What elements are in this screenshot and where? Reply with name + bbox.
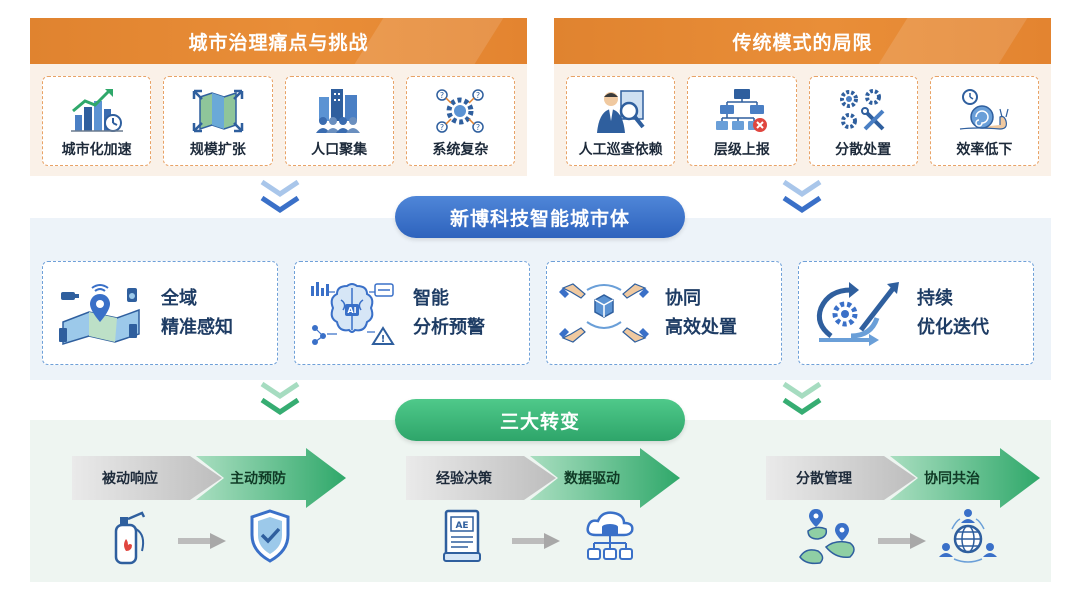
- shield-check-icon: [250, 509, 290, 563]
- challenge-card-urbanization: 城市化加速: [42, 76, 152, 166]
- transformation-shift-3: 分散管理 协同共治: [766, 448, 1042, 508]
- svg-text:?: ?: [440, 123, 444, 132]
- map-expand-icon: [192, 89, 244, 133]
- limitation-label: 层级上报: [713, 142, 770, 158]
- capability-card-analysis: AI ! 智能 分析预警: [294, 261, 530, 365]
- capability-line2: 优化迭代: [917, 317, 989, 338]
- svg-text:?: ?: [476, 123, 480, 132]
- limitations-title: 传统模式的局限: [554, 18, 1051, 64]
- capability-line1: 全域: [161, 288, 197, 309]
- fire-extinguisher-icon: [114, 511, 146, 565]
- book-icon: AE: [443, 509, 481, 562]
- svg-text:!: !: [381, 334, 386, 345]
- capability-line2: 分析预警: [413, 317, 485, 338]
- transformation-shift-1: 被动响应 主动预防: [72, 448, 348, 508]
- arrow-right-icon: [512, 533, 560, 549]
- from-label: 经验决策: [406, 456, 556, 500]
- hierarchy-report-icon: [715, 89, 767, 132]
- transformation-shift-2: 经验决策 数据驱动: [406, 448, 682, 508]
- svg-text:AI: AI: [347, 306, 356, 315]
- snail-clock-icon: [960, 89, 1009, 130]
- inspector-magnifier-icon: [596, 90, 645, 133]
- challenge-card-population: 人口聚集: [284, 76, 394, 166]
- svg-text:?: ?: [476, 91, 480, 100]
- globe-people-icon: [939, 509, 997, 563]
- challenge-card-expansion: 规模扩张: [163, 76, 273, 166]
- city-growth-chart-icon: [70, 89, 123, 132]
- buildings-crowd-icon: [316, 89, 361, 133]
- scattered-locations-icon: [799, 509, 855, 565]
- transformations-title: 三大转变: [395, 399, 685, 441]
- from-label: 被动响应: [72, 456, 222, 500]
- limitation-card-manual: 人工巡查依赖: [566, 76, 676, 166]
- limitation-label: 分散处置: [835, 142, 892, 158]
- limitation-card-efficiency: 效率低下: [929, 76, 1039, 166]
- collaboration-hands-icon: [559, 283, 649, 343]
- ai-brain-icon: AI !: [311, 282, 395, 345]
- challenge-label: 系统复杂: [432, 142, 489, 158]
- platform-band: 全域 精准感知 AI ! 智能 分析预警: [30, 218, 1051, 380]
- capability-card-optimization: 持续 优化迭代: [798, 261, 1034, 365]
- capability-card-sensing: 全域 精准感知: [42, 261, 278, 365]
- challenge-label: 人口聚集: [311, 142, 368, 158]
- chevron-down-icon: [260, 179, 300, 214]
- svg-text:?: ?: [440, 91, 444, 100]
- svg-text:AE: AE: [455, 521, 468, 531]
- platform-title: 新博科技智能城市体: [395, 196, 685, 238]
- limitation-label: 效率低下: [956, 142, 1013, 158]
- scattered-tools-icon: [840, 89, 885, 131]
- capability-line1: 协同: [665, 288, 701, 309]
- capability-line1: 持续: [917, 288, 953, 309]
- challenges-title: 城市治理痛点与挑战: [30, 18, 527, 64]
- limitations-cards: 人工巡查依赖 层级上报: [566, 76, 1039, 166]
- challenge-card-complexity: ? ? ? ? 系统复杂: [405, 76, 515, 166]
- complex-gears-icon: ? ? ? ?: [436, 89, 485, 133]
- chevron-down-icon: [782, 381, 822, 416]
- sensing-map-icon: [59, 284, 140, 346]
- chevron-down-icon: [260, 381, 300, 416]
- capability-card-collaboration: 协同 高效处置: [546, 261, 782, 365]
- cloud-database-icon: [586, 511, 634, 560]
- challenge-label: 城市化加速: [61, 142, 132, 158]
- limitation-card-scattered: 分散处置: [808, 76, 918, 166]
- limitations-panel: 传统模式的局限 人工巡查依赖: [554, 18, 1051, 176]
- transformations-band: [30, 420, 1051, 582]
- arrow-right-icon: [878, 533, 926, 549]
- capability-line1: 智能: [413, 288, 449, 309]
- limitation-label: 人工巡查依赖: [578, 142, 663, 158]
- capability-line2: 精准感知: [161, 317, 233, 338]
- challenge-label: 规模扩张: [189, 142, 246, 158]
- chevron-down-icon: [782, 179, 822, 214]
- capability-line2: 高效处置: [665, 317, 737, 338]
- from-label: 分散管理: [766, 456, 916, 500]
- continuous-optimize-icon: [816, 282, 899, 346]
- limitation-card-hierarchy: 层级上报: [687, 76, 797, 166]
- challenges-panel: 城市治理痛点与挑战 城市化加速: [30, 18, 527, 176]
- challenges-cards: 城市化加速 规模扩张: [42, 76, 515, 166]
- arrow-right-icon: [178, 533, 226, 549]
